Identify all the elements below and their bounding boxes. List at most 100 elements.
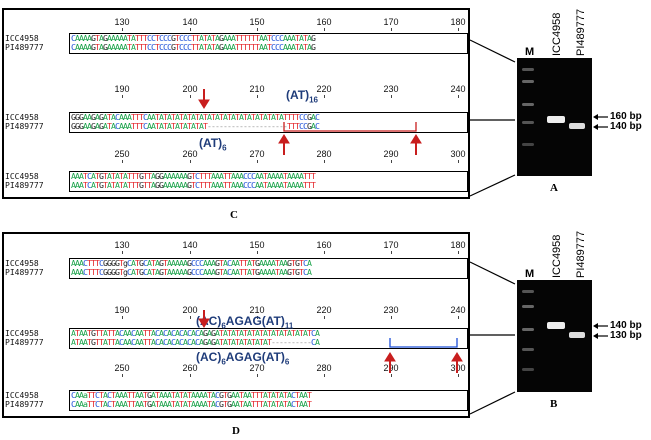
tick-label: 260 [182,363,198,373]
gel-band [522,328,534,331]
gel-band [522,80,534,83]
size-label: 140 bp [610,121,642,132]
size-label: 140 bp [610,320,642,331]
tick-mark [257,160,258,163]
red-arrow-icon [278,134,290,155]
tick-label: 140 [182,240,198,250]
sequence-name: ICC4958 [5,172,39,181]
gel-band [522,305,534,308]
tick-mark [122,95,123,98]
gel-band [547,322,565,329]
repeat-annotation-top: (AC)6AGAG(AT)11 [196,314,294,331]
arrow-left-icon [593,333,608,339]
tick-mark [458,316,459,319]
panel-label-b: B [550,398,558,410]
sequence-box [69,171,468,192]
tick-mark [190,374,191,377]
panel-label-c: C [230,209,238,221]
sequence-row: CAAaTTCTACTAAATTAATGATAAATATATAAAATACGTG… [71,390,312,400]
repeat-annotation-bottom: (AT)6 [199,136,227,153]
tick-mark [190,160,191,163]
tick-mark [324,95,325,98]
tick-label: 270 [249,363,265,373]
tick-mark [122,160,123,163]
sequence-box [69,33,468,54]
arrow-left-icon [593,124,608,130]
tick-mark [391,251,392,254]
tick-label: 220 [316,305,332,315]
tick-label: 290 [383,149,399,159]
tick-mark [391,316,392,319]
panel-label-a: A [550,182,558,194]
sequence-box [69,112,468,133]
gel-band [569,332,585,338]
sequence-name: PI489777 [5,122,44,131]
tick-label: 220 [316,84,332,94]
tick-label: 130 [114,17,130,27]
sequence-row: AAATCATGTATATATTTGTTAGGAAAAAAGTCTTTAAATT… [71,180,316,190]
tick-mark [122,251,123,254]
tick-mark [458,160,459,163]
tick-mark [257,95,258,98]
sequence-name: ICC4958 [5,329,39,338]
indel-bracket [389,338,458,348]
tick-label: 180 [450,17,466,27]
sequence-row: AAACTTTCGGGGTgCATGCATAGTAAAAAGCCCAAAGTAC… [71,258,312,268]
sequence-name: ICC4958 [5,113,39,122]
sequence-name: ICC4958 [5,259,39,268]
tick-label: 210 [249,84,265,94]
size-label: 160 bp [610,111,642,122]
marker-label: M [525,46,535,58]
tick-mark [257,28,258,31]
gel-band [522,348,534,351]
tick-label: 130 [114,240,130,250]
sequence-row: GGGAAGAGATACAAATTTCAATATATATATATATATATAT… [71,112,320,122]
tick-mark [324,316,325,319]
tick-label: 230 [383,305,399,315]
tick-label: 270 [249,149,265,159]
tick-label: 280 [316,149,332,159]
tick-mark [190,316,191,319]
tick-mark [391,160,392,163]
gel-image-a [517,58,592,176]
tick-mark [324,374,325,377]
sequence-row: ATAATGTTATTACAACAATTACACACACACACAGAGATAT… [71,337,320,347]
gel-band [547,116,565,123]
gel-band [522,143,534,146]
red-arrow-icon [198,310,210,328]
tick-label: 190 [114,84,130,94]
sequence-name: PI489777 [5,268,44,277]
red-arrow-icon [451,352,463,373]
tick-mark [324,28,325,31]
tick-label: 160 [316,240,332,250]
tick-label: 150 [249,240,265,250]
tick-mark [391,28,392,31]
size-label: 130 bp [610,330,642,341]
gel-band [522,68,534,71]
tick-mark [458,251,459,254]
sequence-name: ICC4958 [5,34,39,43]
tick-mark [458,95,459,98]
tick-label: 170 [383,17,399,27]
sequence-box [69,328,468,349]
gel-image-b [517,280,592,392]
tick-label: 200 [182,305,198,315]
tick-mark [391,374,392,377]
tick-mark [257,374,258,377]
sequence-row: CAAaTTCTACTAAATTAATGATAAATATATAAAATACGTG… [71,399,312,409]
tick-mark [190,251,191,254]
sequence-box [69,258,468,279]
sequence-row: GGGAAGAGATACAAATTTCAATATATATATATAT------… [71,121,320,131]
alignment-panel-c [2,8,470,199]
sequence-name: PI489777 [5,400,44,409]
red-arrow-icon [384,352,396,373]
tick-label: 190 [114,305,130,315]
gel-band [522,290,534,293]
sequence-row: AAATCATGTATATATTTGTTAGGAAAAAAGTCTTTAAATT… [71,171,316,181]
sequence-row: CAAAAGTAGAAAAATATTTCCTCCCGTCCCTTATATAGAA… [71,33,316,43]
tick-mark [122,374,123,377]
